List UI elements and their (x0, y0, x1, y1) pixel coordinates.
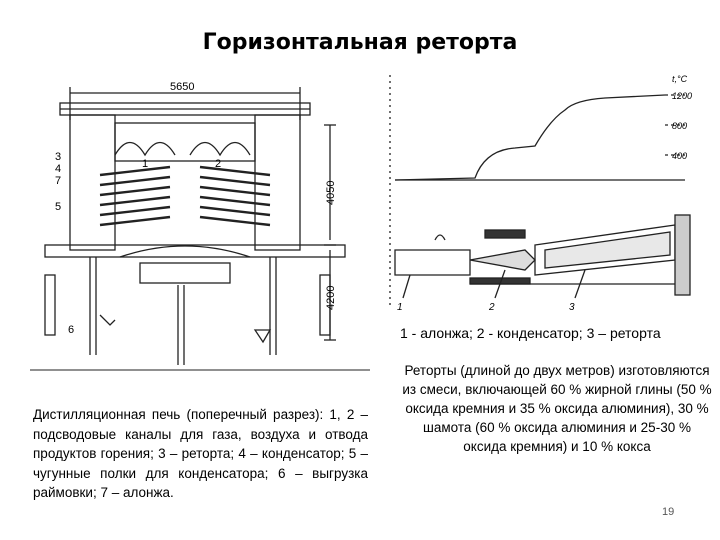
dim-height-lower-label: 4200 (325, 286, 337, 310)
scale-800: 800 (672, 121, 687, 131)
scale-400: 400 (672, 151, 687, 161)
scale-1200: 1200 (672, 91, 692, 101)
page-number: 19 (662, 506, 675, 518)
callout-7: 7 (55, 175, 61, 187)
callout-2: 2 (215, 158, 221, 170)
callout-1: 1 (142, 158, 148, 170)
temperature-axis-label: t,°C (672, 74, 688, 84)
furnace-cross-section-diagram: 5650 4050 4200 3 4 7 5 1 2 6 (30, 81, 370, 371)
callout-4: 4 (55, 163, 61, 175)
callout-5: 5 (55, 201, 61, 213)
callout-6: 6 (68, 324, 74, 336)
horizontal-retort-diagram: t,°C 1200 800 400 1 2 3 (389, 74, 692, 313)
dim-height-upper-label: 4050 (325, 181, 337, 205)
retort-callout-3: 3 (569, 302, 575, 313)
dim-width-label: 5650 (170, 81, 194, 93)
retort-callout-1: 1 (397, 302, 403, 313)
retort-composition-text: Реторты (длиной до двух метров) изготовл… (402, 363, 712, 454)
retort-callout-2: 2 (488, 302, 495, 313)
furnace-description: Дистилляционная печь (поперечный разрез)… (33, 407, 368, 501)
slide-title: Горизонтальная реторта (202, 30, 518, 55)
callout-3: 3 (55, 151, 61, 163)
retort-caption: 1 - алонжа; 2 - конденсатор; 3 – реторта (400, 325, 661, 341)
